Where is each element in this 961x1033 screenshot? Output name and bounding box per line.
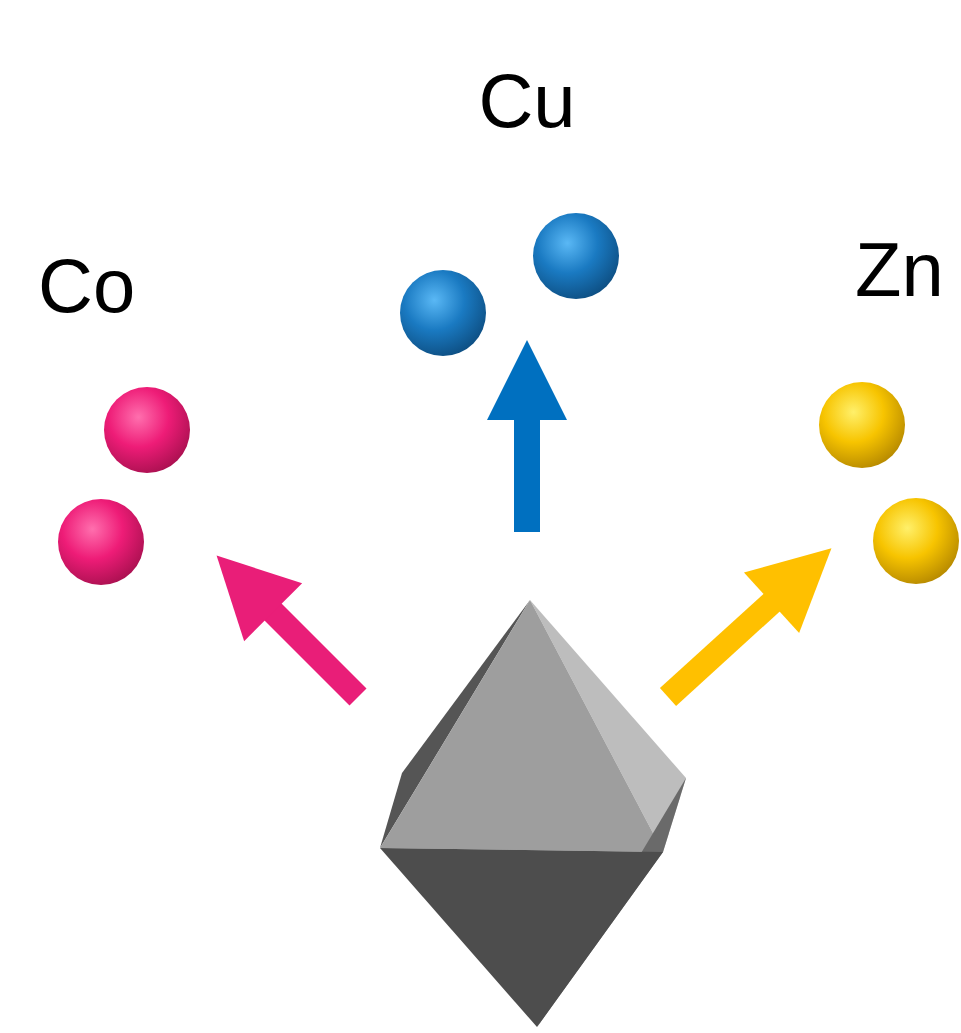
zinc-atoms	[819, 382, 959, 584]
blue-arrow	[487, 340, 567, 532]
atom-sphere	[819, 382, 905, 468]
element-label: Co	[38, 248, 135, 324]
arrow-head	[744, 518, 859, 633]
copper-atoms	[400, 213, 619, 356]
element-label: Zn	[855, 232, 944, 308]
atom-sphere	[533, 213, 619, 299]
octahedron-face	[380, 600, 663, 852]
atom-sphere	[58, 499, 144, 585]
arrow-shaft	[259, 598, 366, 705]
pink-arrow	[188, 527, 387, 726]
atom-sphere	[104, 387, 190, 473]
octahedron	[380, 600, 686, 1027]
cobalt-atoms	[58, 387, 190, 585]
atom-sphere	[400, 270, 486, 356]
arrow-shaft	[660, 589, 786, 706]
arrow-head	[188, 527, 303, 642]
arrow-head	[487, 340, 567, 420]
arrow-shaft	[514, 414, 540, 532]
atom-sphere	[873, 498, 959, 584]
octahedron-face	[380, 848, 663, 1027]
element-label: Cu	[478, 63, 575, 139]
yellow-arrow	[640, 518, 859, 727]
